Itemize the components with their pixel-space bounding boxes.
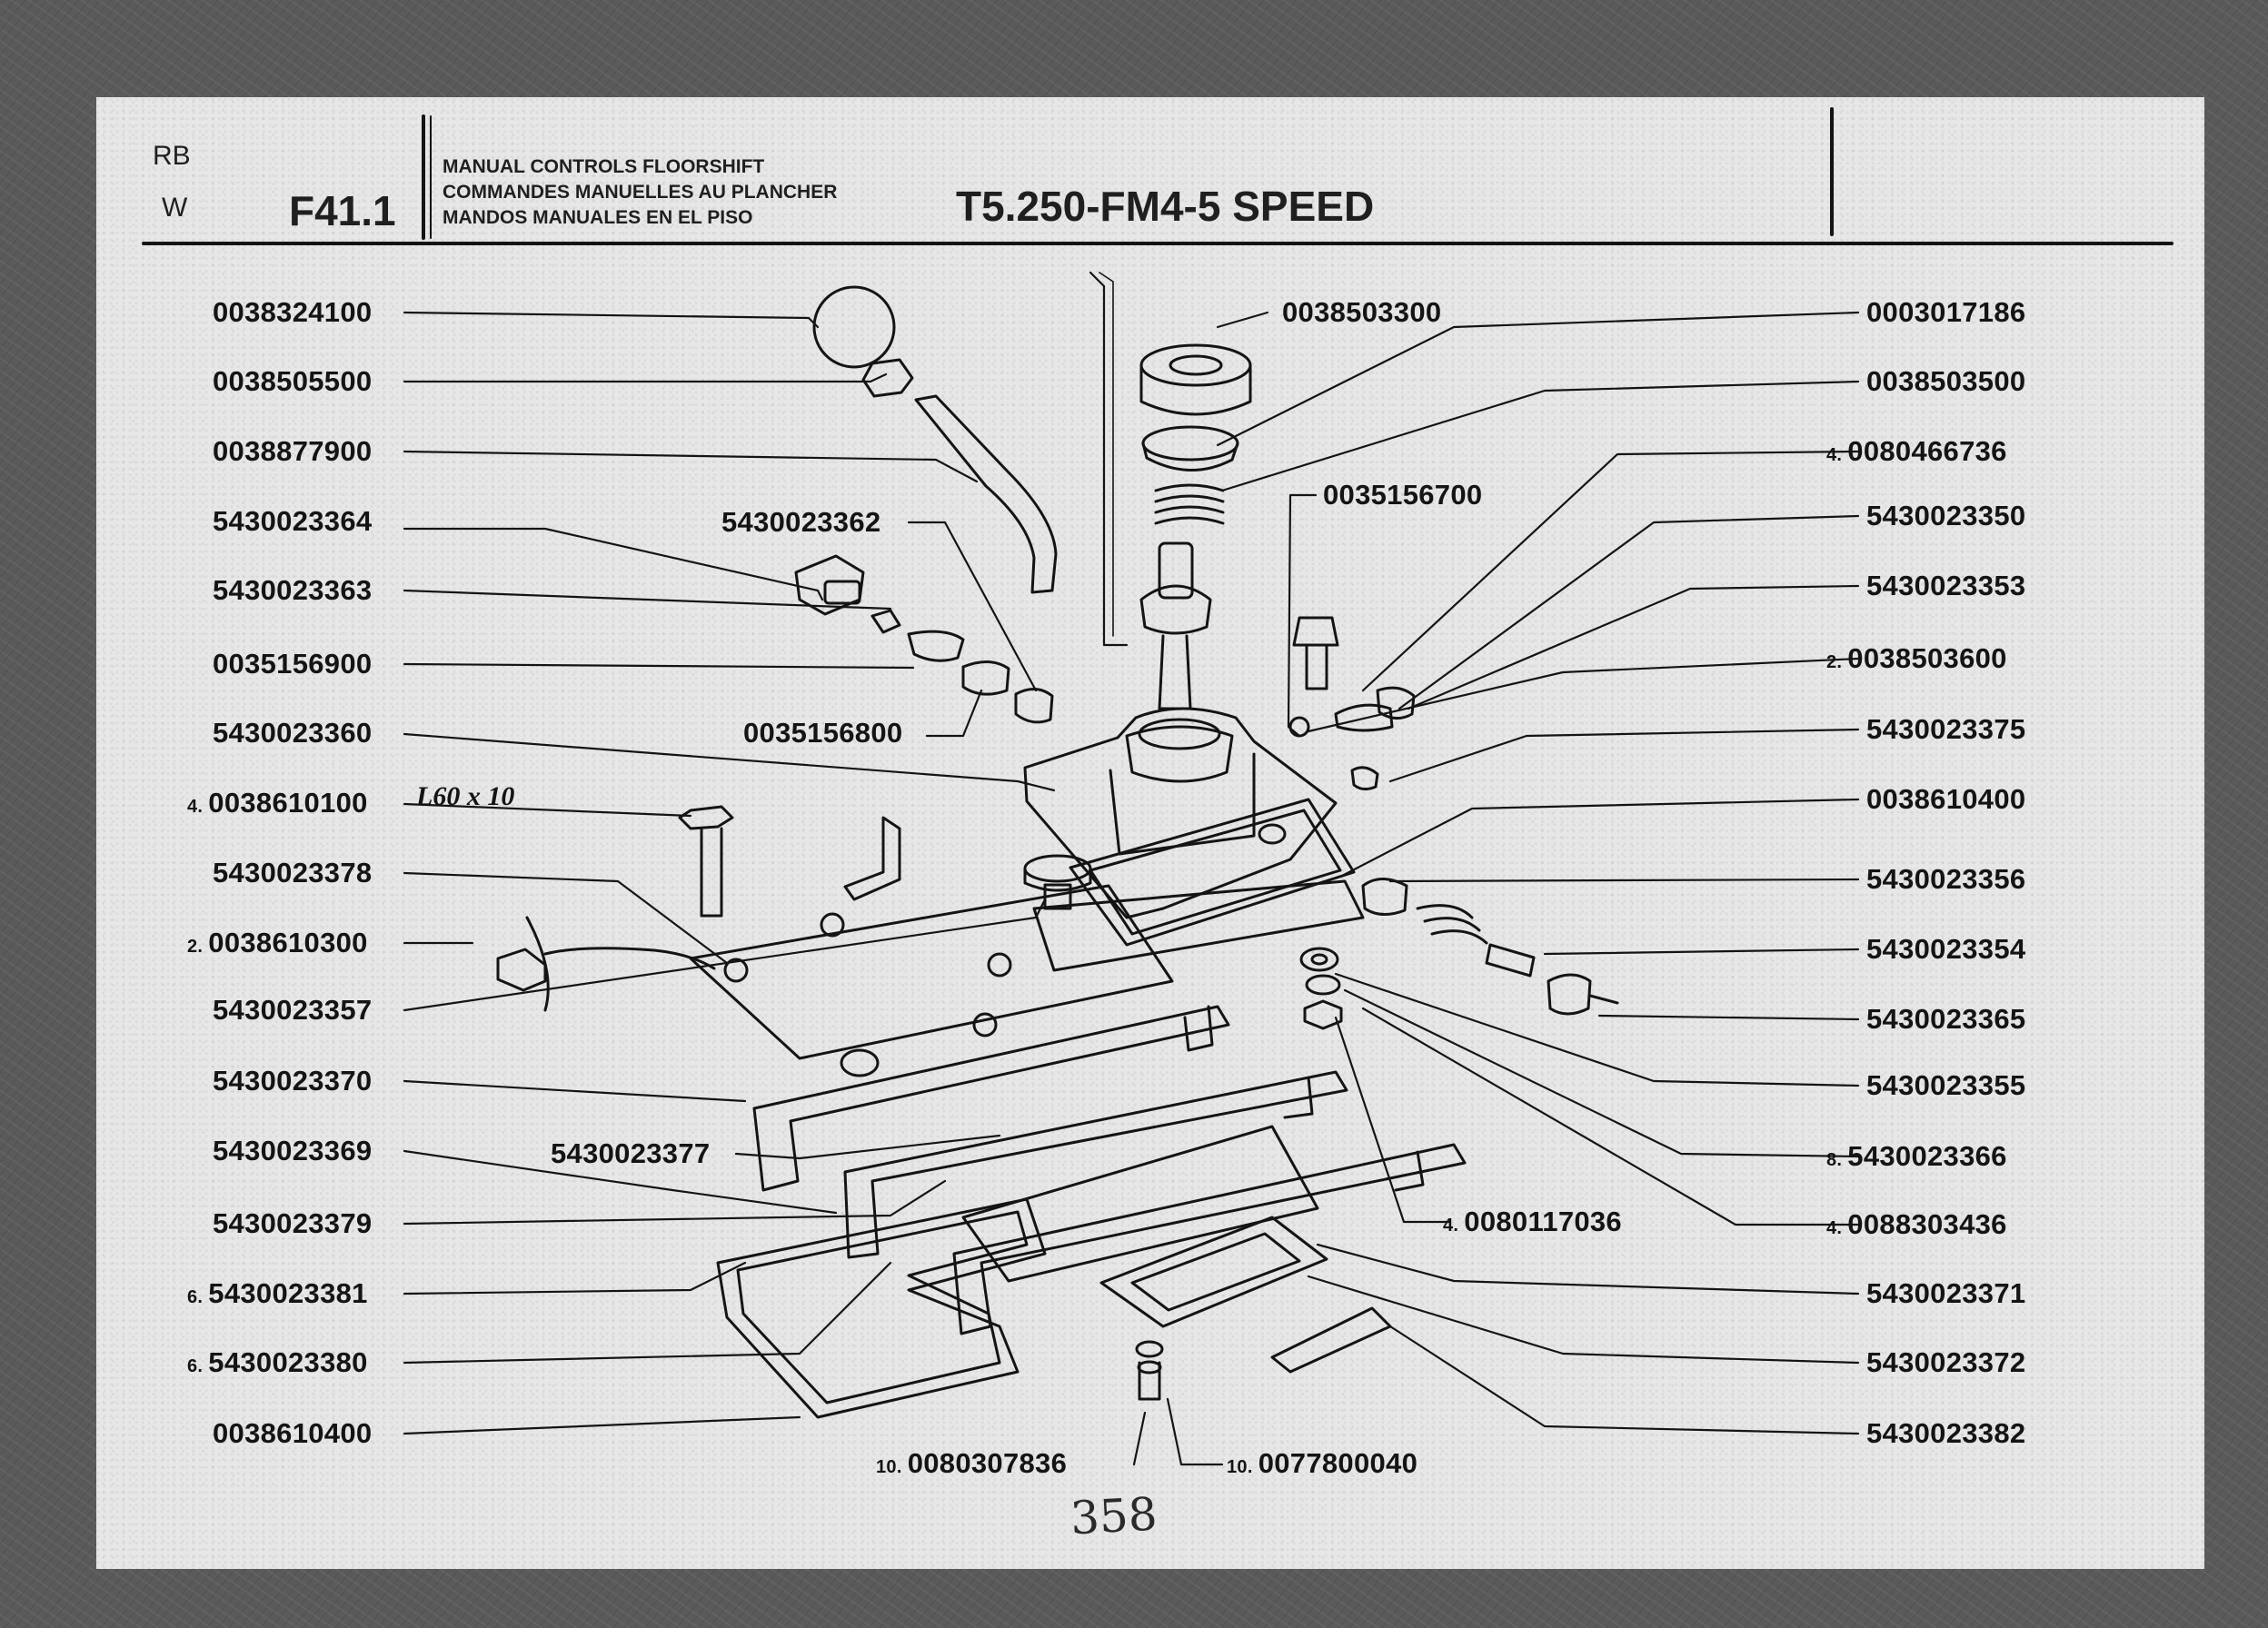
- wedge-plate: [1270, 1306, 1392, 1374]
- callout-inner-8: 10.0077800040: [1227, 1447, 1418, 1479]
- small-screw: [1135, 1340, 1164, 1401]
- callout-right-5: 5430023353: [1866, 570, 2026, 601]
- callout-right-3: 4.0080466736: [1826, 435, 2007, 467]
- callout-right-16: 5430023372: [1866, 1346, 2026, 1378]
- callout-left-2: 0038505500: [213, 365, 373, 397]
- bracket: [843, 816, 901, 901]
- callout-inner-7: 10.0080307836: [876, 1447, 1068, 1479]
- callout-left-12: 5430023370: [213, 1065, 373, 1097]
- callout-right-1: 0003017186: [1866, 296, 2026, 328]
- leader-lines-left: [403, 311, 1056, 1435]
- callout-right-17: 5430023382: [1866, 1417, 2026, 1449]
- callout-right-15: 5430023371: [1866, 1277, 2026, 1309]
- lever-spring: [1154, 483, 1225, 525]
- callout-right-12: 5430023355: [1866, 1069, 2026, 1101]
- callout-left-8: 4.0038610100: [187, 787, 368, 819]
- lever-ball: [1139, 584, 1212, 635]
- selector-spring-assembly: [1361, 878, 1619, 1016]
- title-english: MANUAL CONTROLS FLOORSHIFT: [443, 156, 765, 177]
- plug: [1023, 854, 1092, 910]
- callout-left-6: 0035156900: [213, 648, 373, 680]
- callout-inner-5: 5430023377: [551, 1137, 711, 1169]
- shift-lever: [914, 394, 1058, 594]
- callout-inner-3: 5430023362: [721, 506, 881, 538]
- callout-inner-4: 0035156800: [743, 717, 903, 749]
- callout-left-5: 5430023363: [213, 574, 373, 606]
- shift-housing: [1023, 707, 1338, 919]
- header-rb: RB: [153, 141, 191, 171]
- callout-left-7: 5430023360: [213, 717, 373, 749]
- upper-gasket: [1069, 798, 1356, 947]
- bolt-length-note: L60 x 10: [416, 781, 515, 811]
- mounting-bolt: [678, 805, 734, 918]
- detent-parts-right: [1288, 616, 1416, 791]
- callout-left-9: 5430023378: [213, 857, 373, 888]
- callout-inner-1: 0038503300: [1282, 296, 1442, 328]
- callout-right-6: 2.0038503600: [1826, 642, 2007, 674]
- title-spanish: MANDOS MANUALES EN EL PISO: [443, 207, 753, 228]
- callout-inner-6: 4.0080117036: [1443, 1206, 1622, 1237]
- parts-sheet: [96, 97, 2204, 1569]
- callout-right-10: 5430023354: [1866, 933, 2026, 965]
- callout-right-2: 0038503500: [1866, 365, 2026, 397]
- boot-top: [1139, 343, 1252, 387]
- washers-nuts: [1299, 947, 1343, 1030]
- title-french: COMMANDES MANUELLES AU PLANCHER: [443, 182, 838, 203]
- model-title: T5.250-FM4-5 SPEED: [956, 183, 1375, 230]
- leader-lines-inner: [734, 271, 1451, 1466]
- page-number: 358: [1069, 1487, 1159, 1545]
- inner-gasket: [1099, 1216, 1328, 1328]
- callout-left-1: 0038324100: [213, 296, 373, 328]
- guide-rail-2: [843, 1070, 1348, 1259]
- callout-right-8: 0038610400: [1866, 783, 2026, 815]
- callout-left-16: 6.5430023380: [187, 1346, 368, 1378]
- shift-knob: [812, 285, 896, 369]
- callout-left-15: 6.5430023381: [187, 1277, 368, 1309]
- guide-rail-4: [961, 1125, 1319, 1283]
- header-w: W: [162, 193, 188, 223]
- callout-right-14: 4.0088303436: [1826, 1208, 2007, 1240]
- plate-boss: [840, 1048, 880, 1077]
- callout-left-14: 5430023379: [213, 1207, 373, 1239]
- bottom-gasket: [716, 1197, 1047, 1419]
- callout-right-7: 5430023375: [1866, 713, 2026, 745]
- callout-right-11: 5430023365: [1866, 1003, 2026, 1035]
- detent-parts-left: [794, 554, 1054, 724]
- callout-left-10: 2.0038610300: [187, 927, 368, 958]
- leader-lines-right: [1216, 311, 1860, 1435]
- base-plate: [1032, 879, 1365, 972]
- knob-nut: [861, 358, 914, 398]
- callout-right-4: 5430023350: [1866, 500, 2026, 531]
- callout-left-4: 5430023364: [213, 505, 373, 537]
- guide-rail-1: [752, 1005, 1230, 1192]
- callout-right-13: 8.5430023366: [1826, 1140, 2007, 1172]
- lock-nut-wire: [496, 916, 716, 1012]
- callout-left-13: 5430023369: [213, 1135, 373, 1166]
- section-code: F41.1: [289, 187, 396, 234]
- callout-right-9: 5430023356: [1866, 863, 2026, 895]
- callout-left-17: 0038610400: [213, 1417, 373, 1449]
- mounting-plate: [689, 884, 1174, 1060]
- guide-rail-3: [952, 1143, 1467, 1335]
- callout-left-3: 0038877900: [213, 435, 373, 467]
- callout-left-11: 5430023357: [213, 994, 373, 1026]
- lever-shaft: [1158, 541, 1194, 600]
- callout-inner-2: 0035156700: [1323, 479, 1483, 511]
